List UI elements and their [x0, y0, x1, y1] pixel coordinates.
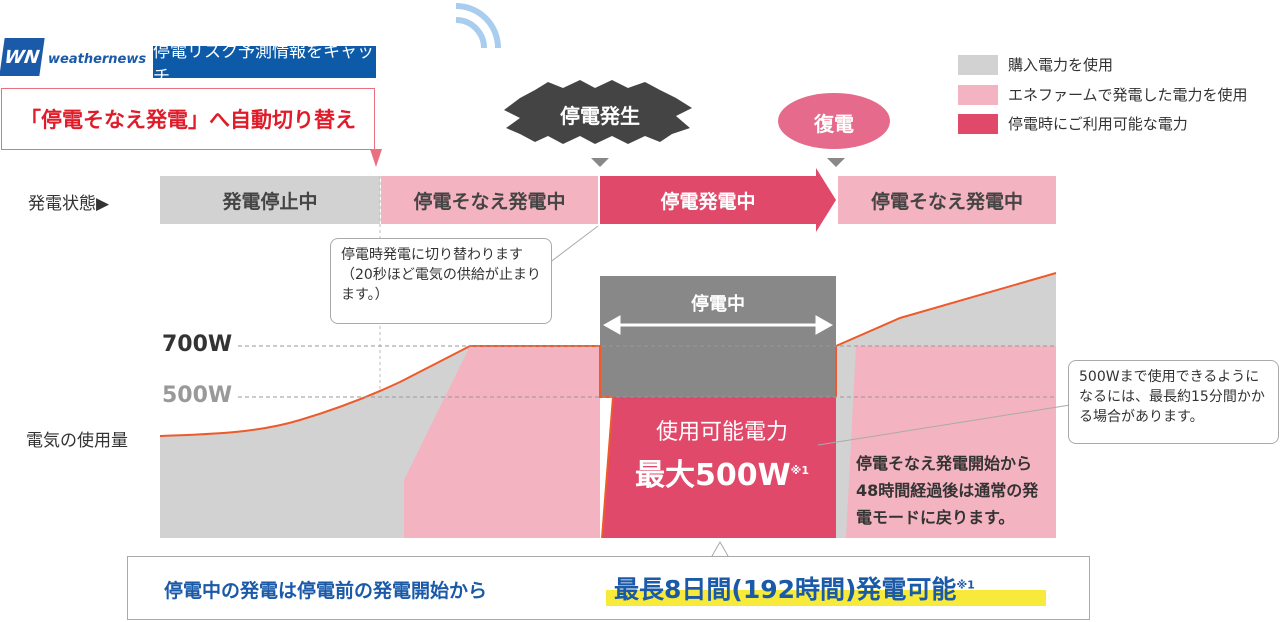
available-power-area: [602, 397, 836, 538]
signal-icon: [455, 3, 501, 49]
usage-line: [159, 345, 615, 539]
footer-text: 停電中の発電は停電前の発電開始から: [164, 580, 488, 602]
available-power-max: 最大500W※1: [634, 458, 810, 493]
segment-stopped: 発電停止中: [222, 190, 318, 213]
outage-marker-icon: [591, 158, 609, 167]
restore-delay-note: 500Wまで使用できるようになるには、最長約15分間かかる場合があります。: [1068, 360, 1279, 444]
segment-standby: 停電そなえ発電中: [413, 190, 566, 213]
segment-stopped-bg: [160, 176, 380, 224]
level-500w: 500W: [162, 383, 233, 408]
footer-highlight: 最長8日間(192時間)発電可能※1: [614, 575, 975, 604]
segment-standby2-bg: [838, 176, 1056, 224]
risk-banner: 停電リスク予測情報をキャッチ: [153, 42, 376, 87]
status-row-label: 発電状態▶︎: [28, 194, 110, 214]
legend-item-purchased: 購入電力を使用: [958, 54, 1113, 75]
legend-item-available: 停電時にご利用可能な電力: [958, 113, 1188, 134]
usage-axis-label: 電気の使用量: [26, 431, 128, 451]
outage-period-label: 停電中: [691, 294, 745, 315]
generated-area-2: [846, 346, 1056, 538]
double-arrow-icon: [602, 315, 834, 335]
return-normal-note: 停電そなえ発電開始から48時間経過後は通常の発電モードに戻ります。: [856, 454, 1039, 527]
restore-event-label: 復電: [814, 112, 854, 136]
switch-note: 停電時発電に切り替わります（20秒ほど電気の供給が止まります。）: [330, 238, 552, 324]
outage-block: [600, 276, 836, 397]
callout-tail: [370, 149, 382, 167]
brand-name: weathernews: [48, 52, 147, 67]
segment-standby-2: 停電そなえ発電中: [870, 190, 1023, 213]
legend-item-generated: エネファームで発電した電力を使用: [958, 84, 1248, 105]
level-700w: 700W: [162, 332, 233, 357]
restore-bubble: [778, 93, 890, 149]
auto-switch-callout: 「停電そなえ発電」へ自動切り替え: [1, 88, 375, 150]
weathernews-logo: WN: [0, 38, 45, 76]
generated-area-1: [404, 346, 600, 538]
segment-standby-bg: [381, 176, 598, 224]
outage-event-label: 停電発生: [560, 104, 640, 128]
available-power-title: 使用可能電力: [655, 420, 788, 445]
highlight-marker: [606, 590, 1046, 606]
segment-outage-arrow: [600, 168, 836, 232]
restore-marker-icon: [827, 158, 845, 167]
outage-burst-icon: [504, 80, 692, 144]
footer-box: [127, 556, 1090, 620]
segment-outage: 停電発電中: [660, 190, 756, 213]
